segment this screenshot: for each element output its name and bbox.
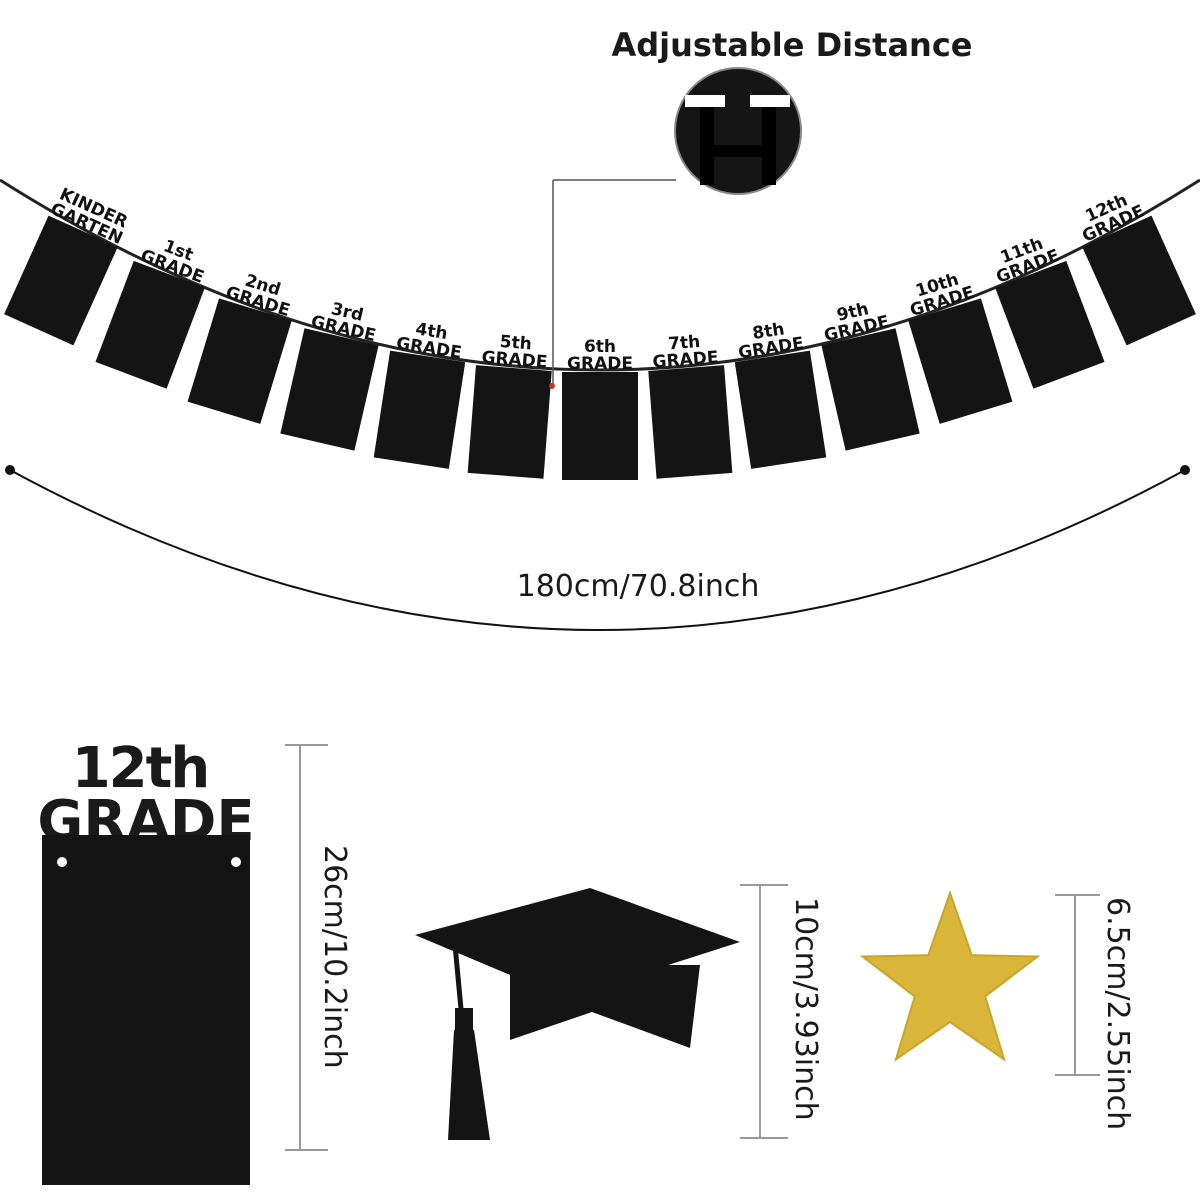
banner-flag-board: [995, 260, 1105, 389]
banner-flag-top-label: 5th: [499, 332, 533, 354]
flag-height-label: 26cm/10.2inch: [317, 845, 352, 1069]
banner-flag-board: [4, 215, 118, 346]
large-flag: 12th GRADE: [37, 736, 255, 1185]
length-arc-start: [5, 465, 15, 475]
large-flag-top: 12th: [72, 736, 209, 801]
flag-height-dimension: 26cm/10.2inch: [285, 744, 352, 1151]
star-icon: [859, 889, 1041, 1062]
large-flag-board: [42, 845, 250, 1185]
banner-flag-top-label: 7th: [667, 332, 701, 354]
cap-height-label: 10cm/3.93inch: [788, 897, 823, 1121]
cap-height-dimension: 10cm/3.93inch: [740, 884, 823, 1139]
callout-dot: [549, 383, 555, 389]
banner-flag-board: [95, 260, 205, 389]
banner-flag-top-label: 6th: [584, 337, 616, 357]
star-height-dimension: 6.5cm/2.55inch: [1055, 894, 1135, 1130]
length-arc: [9, 469, 1186, 631]
banner-flag-board: [373, 350, 466, 469]
banner-flag-board: [1082, 215, 1196, 346]
banner-flag-board: [908, 298, 1013, 424]
banner-flag-board: [467, 365, 552, 479]
banner-flag-board: [280, 328, 379, 451]
banner-flag-board: [821, 328, 920, 451]
banner-flag-board: [187, 298, 292, 424]
length-label: 180cm/70.8inch: [517, 569, 760, 604]
banner-flag-bottom-label: GRADE: [567, 354, 633, 374]
banner-flag-board: [734, 350, 827, 469]
star-height-label: 6.5cm/2.55inch: [1100, 897, 1135, 1130]
banner-flag-top-label: 8th: [751, 319, 786, 344]
hole-left: [57, 857, 67, 867]
clip-detail-icon: [674, 67, 802, 195]
hole-right: [231, 857, 241, 867]
banner-flag-board: [648, 365, 733, 479]
graduation-cap-icon: [415, 888, 740, 1140]
banner-flag-board: [562, 372, 638, 480]
length-arc-end: [1180, 465, 1190, 475]
adjustable-distance-label: Adjustable Distance: [612, 26, 973, 64]
banner-string: [0, 178, 1200, 372]
banner-flag-top-label: 4th: [414, 319, 449, 344]
